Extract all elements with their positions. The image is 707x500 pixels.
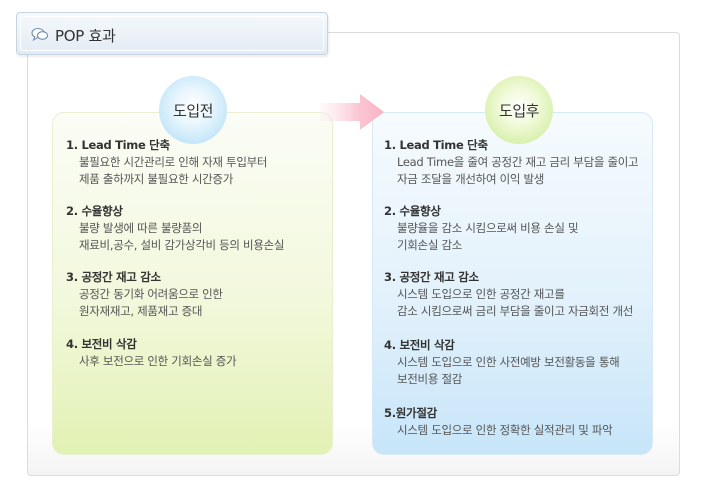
- before-item-line: 공정간 동기화 어려움으로 인한: [79, 287, 223, 301]
- before-item-3: 3. 공정간 재고 감소 공정간 동기화 어려움으로 인한 원자재재고, 제품재…: [66, 269, 223, 320]
- after-item-line: 불량율을 감소 시킴으로써 비용 손실 및: [397, 221, 579, 235]
- before-item-2: 2. 수율향상 불량 발생에 따른 불량품의 재료비,공수, 설비 감가상각비 …: [66, 203, 284, 254]
- before-item-line: 불량 발생에 따른 불량품의: [79, 221, 203, 235]
- before-item-line: 재료비,공수, 설비 감가상각비 등의 비용손실: [79, 238, 285, 252]
- after-item-line: 감소 시킴으로써 금리 부담을 줄이고 자금회전 개선: [397, 304, 634, 318]
- after-item-line: 시스템 도입으로 인한 공정간 재고를: [397, 287, 565, 301]
- after-item-title: 5.원가절감: [384, 406, 437, 420]
- after-item-line: Lead Time을 줄여 공정간 재고 금리 부담을 줄이고: [397, 155, 639, 169]
- after-item-title: 3. 공정간 재고 감소: [384, 270, 479, 284]
- before-item-line: 불필요한 시간관리로 인해 자재 투입부터: [79, 155, 268, 169]
- after-item-title: 1. Lead Time 단축: [384, 138, 488, 152]
- before-item-4: 4. 보전비 삭감 사후 보전으로 인한 기회손실 증가: [66, 336, 237, 370]
- after-item-line: 시스템 도입으로 인한 정확한 실적관리 및 파악: [397, 423, 613, 437]
- arrow-right-icon: [320, 94, 384, 130]
- before-item-line: 사후 보전으로 인한 기회손실 증가: [79, 354, 237, 368]
- before-item-title: 3. 공정간 재고 감소: [66, 270, 161, 284]
- after-item-1: 1. Lead Time 단축 Lead Time을 줄여 공정간 재고 금리 …: [384, 137, 639, 188]
- after-panel: [372, 112, 653, 455]
- section-title-tab: POP 효과: [16, 12, 328, 55]
- after-item-line: 자금 조달을 개선하여 이익 발생: [397, 172, 545, 186]
- after-item-3: 3. 공정간 재고 감소 시스템 도입으로 인한 공정간 재고를 감소 시킴으로…: [384, 269, 633, 320]
- before-badge-label: 도입전: [173, 101, 213, 120]
- before-item-line: 원자재재고, 제품재고 증대: [79, 304, 203, 318]
- after-item-title: 2. 수율향상: [384, 204, 441, 218]
- after-badge-label: 도입후: [499, 101, 539, 120]
- after-badge: 도입후: [485, 76, 553, 144]
- after-item-line: 시스템 도입으로 인한 사전예방 보전활동을 통해: [397, 355, 620, 369]
- before-item-1: 1. Lead Time 단축 불필요한 시간관리로 인해 자재 투입부터 제품…: [66, 137, 267, 188]
- before-item-title: 1. Lead Time 단축: [66, 138, 170, 152]
- after-item-5: 5.원가절감 시스템 도입으로 인한 정확한 실적관리 및 파악: [384, 405, 613, 439]
- after-item-2: 2. 수율향상 불량율을 감소 시킴으로써 비용 손실 및 기회손실 감소: [384, 203, 579, 254]
- after-item-line: 기회손실 감소: [397, 238, 463, 252]
- before-panel: [52, 112, 333, 455]
- before-item-title: 4. 보전비 삭감: [66, 337, 137, 351]
- before-item-title: 2. 수율향상: [66, 204, 123, 218]
- after-item-title: 4. 보전비 삭감: [384, 338, 455, 352]
- chat-bubble-icon: [31, 27, 49, 41]
- after-item-line: 보전비용 절감: [397, 372, 463, 386]
- before-badge: 도입전: [159, 76, 227, 144]
- before-item-line: 제품 출하까지 불필요한 시간증가: [79, 172, 233, 186]
- after-item-4: 4. 보전비 삭감 시스템 도입으로 인한 사전예방 보전활동을 통해 보전비용…: [384, 337, 620, 388]
- page-title: POP 효과: [55, 27, 116, 45]
